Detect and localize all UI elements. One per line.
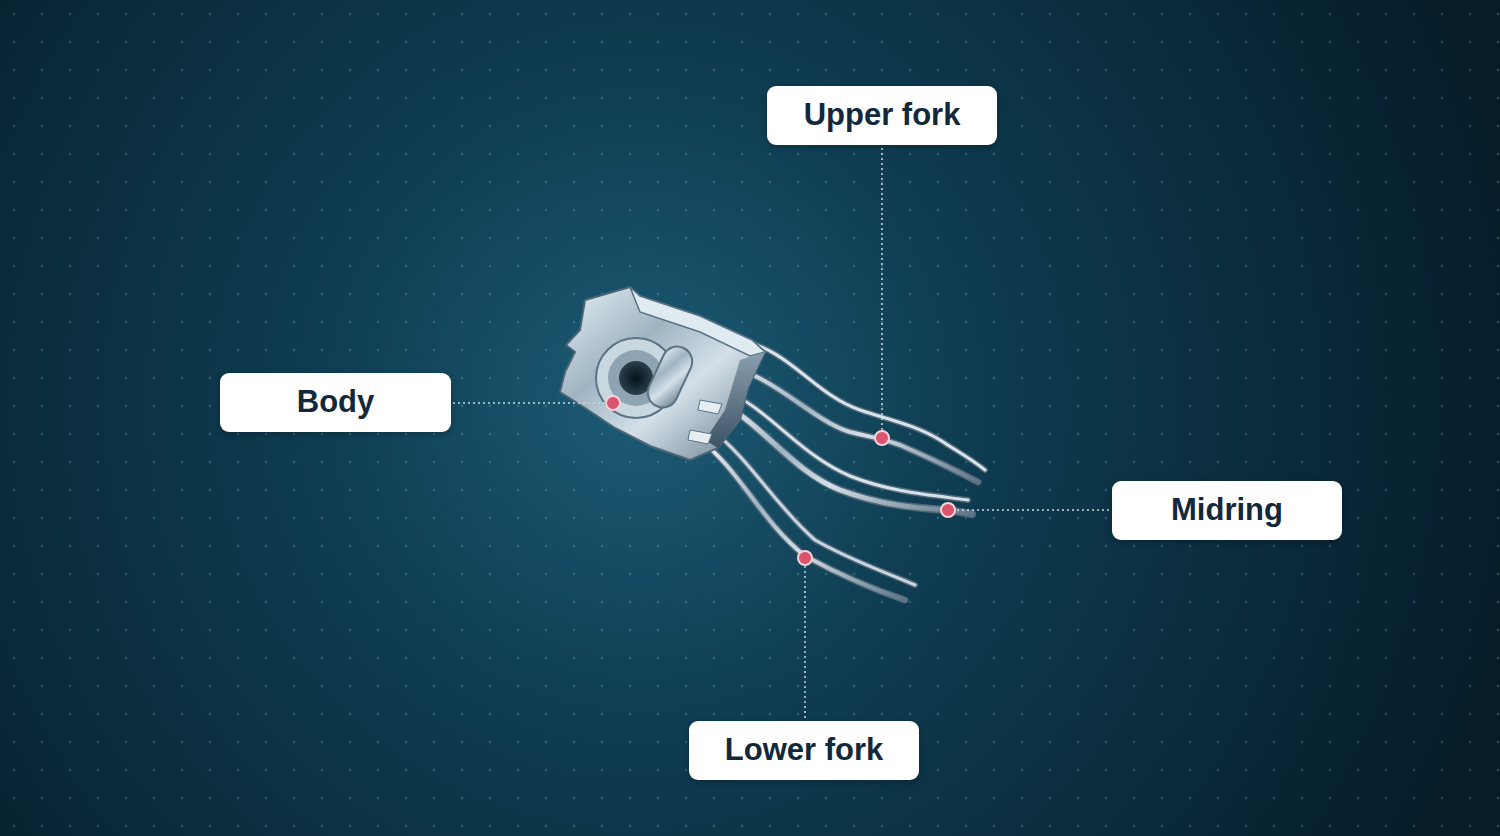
midring-prongs (715, 390, 972, 514)
leader-line (881, 148, 883, 432)
leader-line (954, 509, 1109, 511)
part-label: Midring (1171, 493, 1283, 527)
part-label: Upper fork (804, 98, 961, 132)
label-box: Upper fork (767, 86, 997, 145)
part-label: Lower fork (725, 733, 883, 767)
callout-dot (941, 503, 955, 517)
leader-line (804, 564, 806, 718)
label-box: Body (220, 373, 451, 432)
callout-dots (606, 396, 955, 565)
label-box: Lower fork (689, 721, 919, 780)
label-box: Midring (1112, 481, 1342, 540)
leader-lines (453, 148, 1109, 718)
lower-fork-prongs (700, 430, 915, 600)
body-part (560, 287, 765, 460)
callout-dot (606, 396, 620, 410)
callout-dot (798, 551, 812, 565)
leader-line (453, 402, 607, 404)
callout-dot (875, 431, 889, 445)
part-label: Body (297, 385, 375, 419)
